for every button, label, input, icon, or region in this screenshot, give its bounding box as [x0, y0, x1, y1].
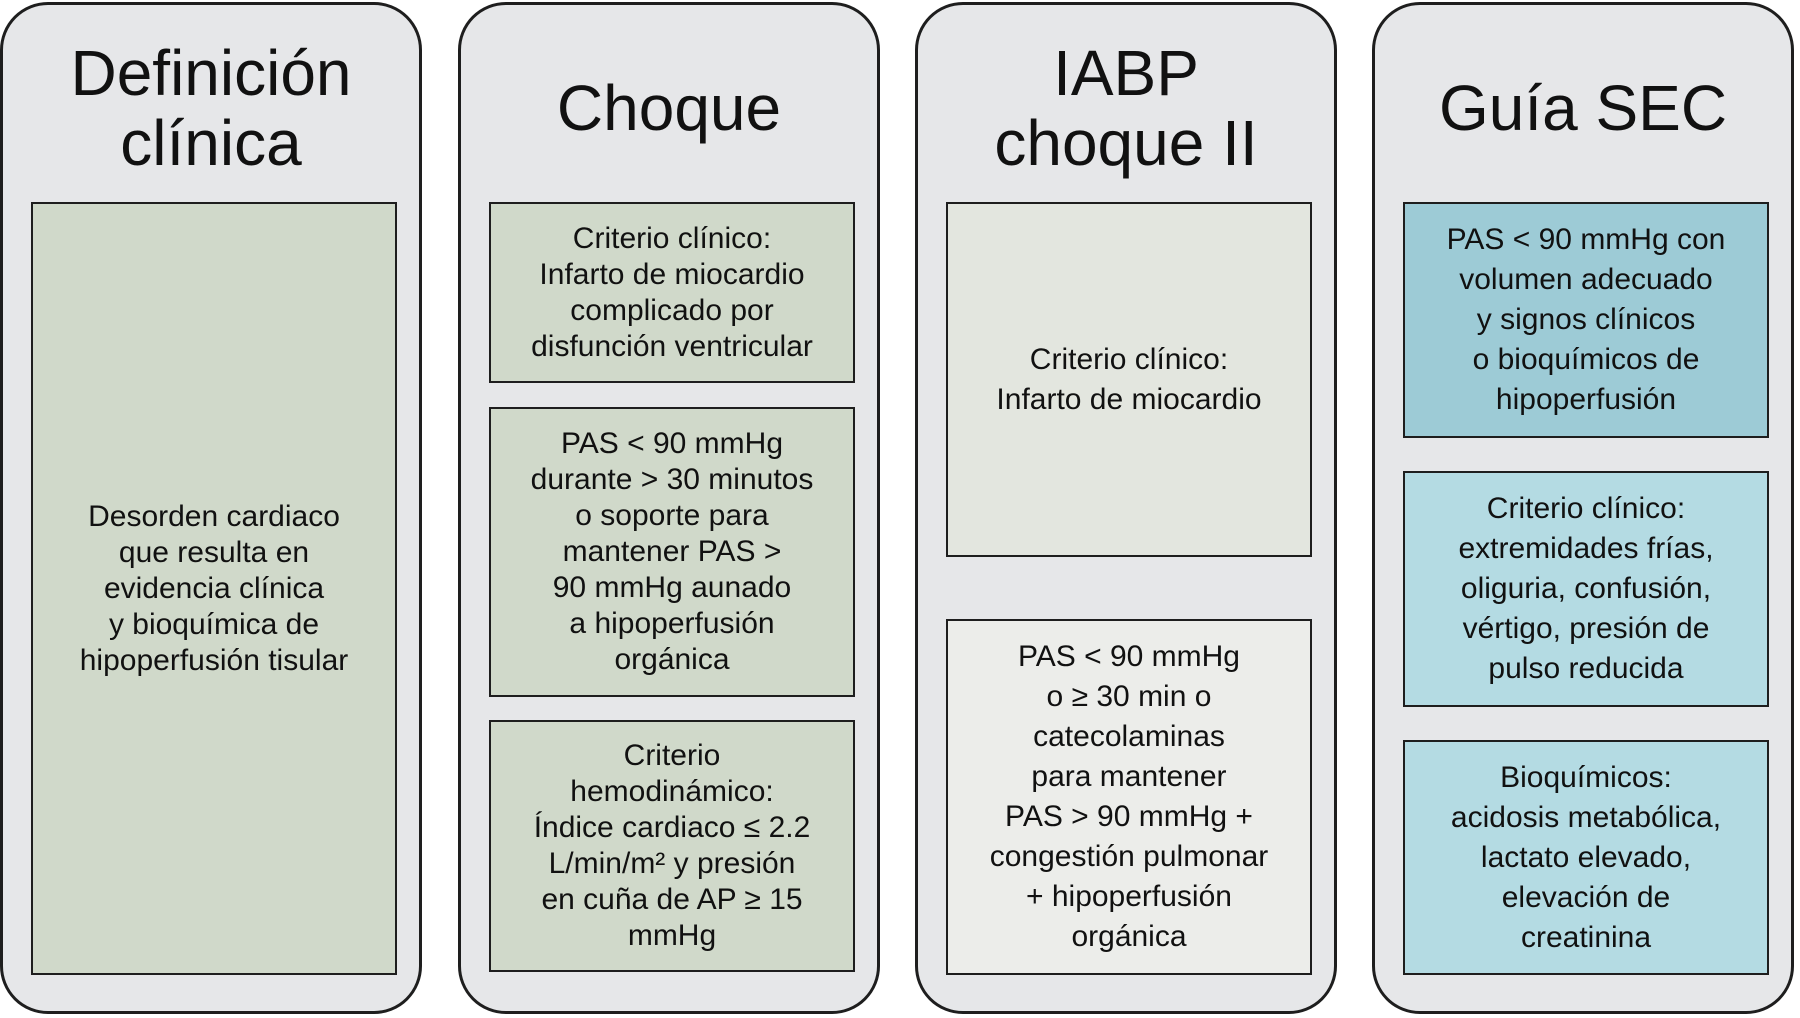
column-title: Guía SEC — [1438, 72, 1728, 144]
column-title: Choque — [556, 72, 782, 144]
column-guia-sec: Guía SEC PAS < 90 mmHg con volumen adecu… — [1372, 2, 1794, 1014]
clinical-criterion-box: Criterio clínico: extremidades frías, ol… — [1403, 471, 1769, 707]
pressure-criterion-box: PAS < 90 mmHg durante > 30 minutos o sop… — [489, 407, 855, 697]
clinical-criterion-box: Criterio clínico: Infarto de miocardio — [946, 202, 1312, 557]
biochemical-criterion-box: Bioquímicos: acidosis metabólica, lactat… — [1403, 740, 1769, 975]
column-choque: Choque Criterio clínico: Infarto de mioc… — [458, 2, 880, 1014]
column-title: IABP choque II — [994, 37, 1258, 179]
column-definicion-clinica: Definición clínica Desorden cardiaco que… — [0, 2, 422, 1014]
definition-box: Desorden cardiaco que resulta en evidenc… — [31, 202, 397, 975]
column-iabp-choque-ii: IABP choque II Criterio clínico: Infarto… — [915, 2, 1337, 1014]
pressure-criterion-box: PAS < 90 mmHg con volumen adecuado y sig… — [1403, 202, 1769, 438]
clinical-criterion-box: Criterio clínico: Infarto de miocardio c… — [489, 202, 855, 383]
hemodynamic-criterion-box: Criterio hemodinámico: Índice cardiaco ≤… — [489, 720, 855, 972]
column-title: Definición clínica — [70, 37, 352, 179]
pressure-criterion-box: PAS < 90 mmHg o ≥ 30 min o catecolaminas… — [946, 619, 1312, 975]
